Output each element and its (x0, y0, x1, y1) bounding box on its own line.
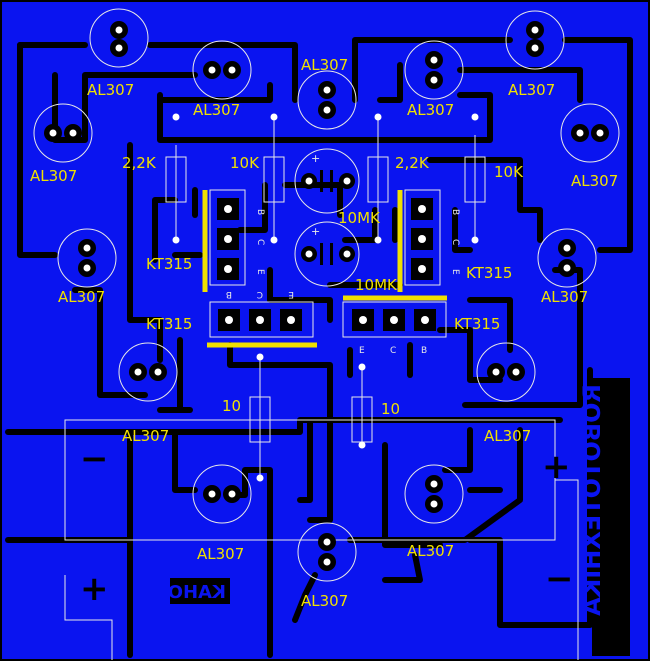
transistor-label: KT315 (146, 255, 192, 273)
pin-label: B (255, 209, 265, 215)
pin-label: E (450, 269, 460, 275)
led-label: AL307 (541, 288, 588, 306)
led-footprint (476, 342, 536, 402)
led-label: AL307 (122, 427, 169, 445)
led-label: AL307 (508, 81, 555, 99)
brand-tag-text: KAHO (168, 582, 226, 603)
led-label: AL307 (571, 172, 618, 190)
capacitor-c1-footprint: + (294, 148, 360, 214)
led-footprint (192, 40, 252, 100)
led-footprint (505, 10, 565, 70)
capacitor-label: 10MK (338, 209, 381, 227)
led-label: AL307 (484, 427, 531, 445)
battery-minus-mark: − (545, 559, 574, 599)
silkscreen-bars (202, 190, 447, 348)
capacitor-c2-footprint: + (294, 221, 360, 287)
pin-label: C (450, 239, 460, 245)
svg-text:+: + (311, 225, 320, 238)
led-footprint (404, 464, 464, 524)
battery-minus-mark: − (80, 439, 109, 479)
led-label: AL307 (87, 81, 134, 99)
resistor-label: 2,2K (122, 154, 157, 172)
led-label: AL307 (193, 101, 240, 119)
capacitor-footprints: + + (294, 148, 360, 287)
led-label: AL307 (301, 56, 348, 74)
transistor-pads (217, 198, 436, 331)
component-outlines (64, 115, 579, 660)
battery-plus-mark: + (80, 569, 109, 609)
brand-tag: KAHO (168, 578, 230, 604)
resistor-label: 10K (230, 154, 260, 172)
led-footprint (192, 464, 252, 524)
led-label: AL307 (301, 592, 348, 610)
resistor-label: 10K (494, 163, 524, 181)
led-label: AL307 (30, 167, 77, 185)
transistor-t2-body (404, 189, 441, 286)
pin-label: C (257, 289, 263, 299)
led-footprint (560, 103, 620, 163)
transistor-t1-body (209, 189, 246, 286)
led-footprints (33, 8, 620, 582)
resistor-label: 10 (222, 397, 241, 415)
pin-label: E (288, 289, 294, 299)
led-footprint (57, 228, 117, 288)
pin-label: E (359, 346, 365, 356)
led-label: AL307 (407, 542, 454, 560)
battery-marks: − + + − (80, 439, 574, 609)
pin-label: B (450, 209, 460, 215)
led-footprint (537, 228, 597, 288)
resistor-label: 10 (381, 400, 400, 418)
led-footprint (404, 40, 464, 100)
vertical-branding: ROBOTOTEXHIKA (578, 378, 630, 656)
led-label: AL307 (58, 288, 105, 306)
battery-plus-mark: + (542, 447, 571, 487)
led-footprint (89, 8, 149, 68)
led-footprint (33, 103, 93, 163)
pin-label: B (226, 289, 232, 299)
pin-label: B (421, 346, 427, 356)
pin-letters: B C E B C E B C E E C B (226, 209, 460, 356)
pin-label: E (255, 269, 265, 275)
led-footprint (297, 70, 357, 130)
transistor-t4-body (342, 301, 447, 338)
resistor-label: 2,2K (395, 154, 430, 172)
led-footprint (118, 342, 178, 402)
led-label: AL307 (197, 545, 244, 563)
component-labels: AL307 AL307 AL307 AL307 AL307 AL307 AL30… (30, 56, 618, 610)
led-label: AL307 (407, 101, 454, 119)
pin-label: C (255, 239, 265, 245)
pin-label: C (390, 346, 396, 356)
vertical-branding-text: ROBOTOTEXHIKA (578, 384, 606, 616)
transistor-label: KT315 (146, 315, 192, 333)
led-footprint (297, 522, 357, 582)
svg-text:+: + (311, 152, 320, 165)
transistor-label: KT315 (466, 264, 512, 282)
solder-pads (172, 113, 479, 482)
transistor-label: KT315 (454, 315, 500, 333)
capacitor-label: 10MK (355, 276, 398, 294)
transistor-t3-body (209, 301, 314, 338)
